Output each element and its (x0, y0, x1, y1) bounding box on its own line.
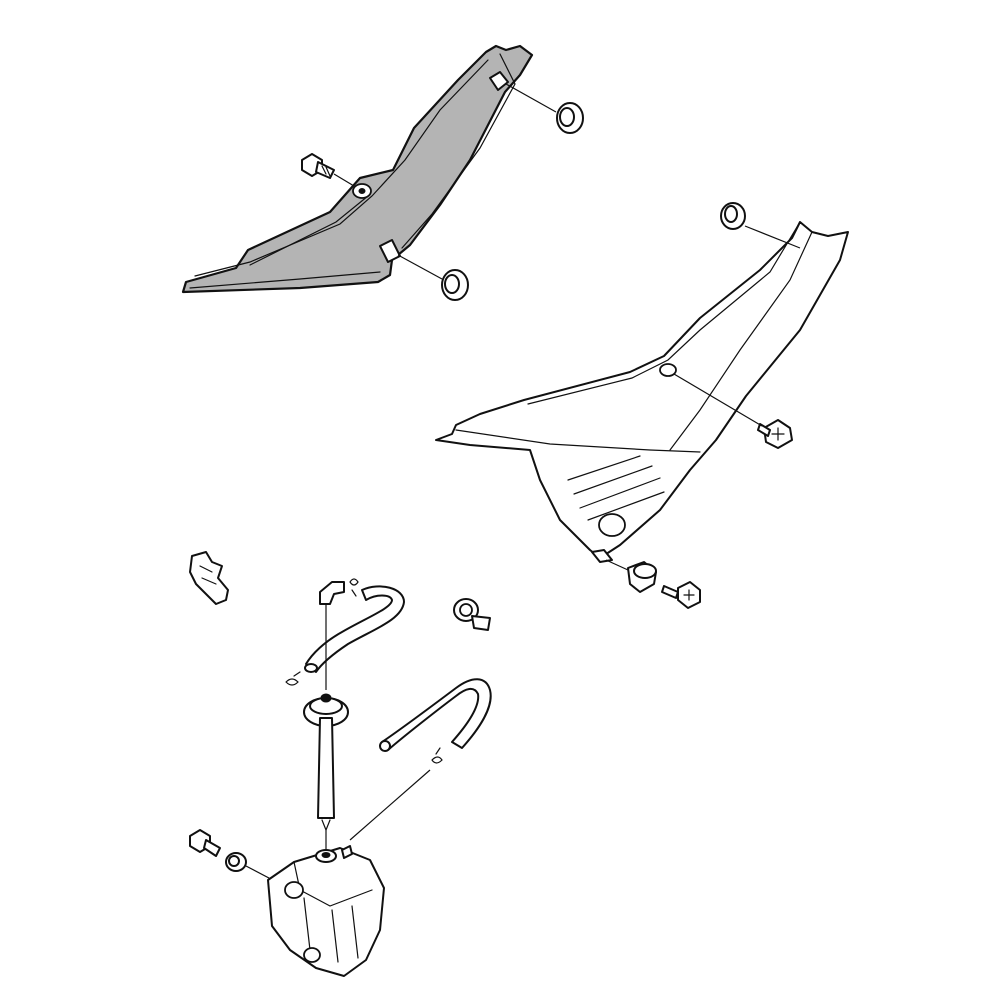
flange-bolt-1[interactable] (301, 153, 335, 179)
leader-line-6 (605, 559, 629, 571)
reserve-tank-rib-2 (331, 909, 339, 963)
frame-cover-left-rib-top (401, 53, 516, 249)
reserve-tank-rib-3 (351, 905, 359, 959)
rubber-grommet-3[interactable] (720, 202, 746, 230)
frame-cover-right-body (435, 221, 849, 559)
hose-clamp[interactable] (453, 598, 491, 631)
flange-bolt-2[interactable] (757, 419, 793, 449)
rubber-grommet-2[interactable] (441, 269, 469, 301)
frame-cover-right-groove-4 (587, 491, 665, 521)
leader-line-2 (397, 254, 443, 280)
frame-cover-left-peg-top (489, 71, 509, 91)
elbow-joint[interactable] (319, 581, 345, 605)
clip-3[interactable] (431, 747, 443, 764)
clip-2[interactable] (285, 671, 301, 686)
rubber-grommet-1[interactable] (556, 102, 584, 134)
hose-guide[interactable] (189, 551, 229, 605)
frame-cover-left-rib-inner (194, 59, 489, 277)
breather-hose[interactable] (304, 585, 405, 673)
collar[interactable] (627, 561, 657, 593)
frame-cover-right-groove-1 (567, 455, 641, 481)
reserve-tank-mount-hole-top (284, 881, 304, 899)
frame-cover-left-body (181, 44, 534, 294)
frame-cover-right-mount-hole (659, 363, 677, 377)
flange-bolt-4[interactable] (189, 829, 221, 857)
tank-cap-with-tube[interactable] (303, 693, 349, 832)
rubber-grommet-4[interactable] (225, 852, 247, 872)
reserve-tank[interactable] (267, 845, 385, 977)
frame-cover-right-lower-edge (455, 429, 701, 453)
frame-cover-right-fold (669, 231, 813, 451)
leader-line-1 (505, 83, 557, 113)
frame-cover-right-large-hole (598, 513, 626, 537)
flange-bolt-3[interactable] (661, 581, 701, 609)
frame-cover-right[interactable] (435, 221, 849, 563)
leader-line-9 (349, 769, 431, 841)
reserve-tank-edge (293, 861, 373, 907)
frame-cover-right-groove-3 (579, 477, 661, 509)
reserve-tank-rib-1 (303, 897, 311, 951)
overflow-hose[interactable] (379, 678, 492, 752)
frame-cover-left-rib-outer (189, 271, 381, 289)
leader-line-5 (673, 373, 763, 427)
frame-cover-right-groove-2 (573, 465, 653, 495)
clip-1[interactable] (349, 578, 359, 597)
frame-cover-right-tab (591, 549, 613, 563)
leader-line-3 (333, 173, 355, 187)
frame-cover-left-inner-edge (249, 195, 369, 266)
frame-cover-left-mount-hole-center (358, 188, 366, 194)
reserve-tank-filler-opening (321, 852, 331, 858)
leader-line-4 (744, 225, 801, 249)
reserve-tank-mount-hole-bottom (303, 947, 321, 963)
reserve-tank-body (267, 847, 385, 977)
frame-cover-left[interactable] (181, 44, 534, 294)
frame-cover-right-upper-edge (527, 221, 801, 405)
reserve-tank-nipple (341, 845, 353, 859)
